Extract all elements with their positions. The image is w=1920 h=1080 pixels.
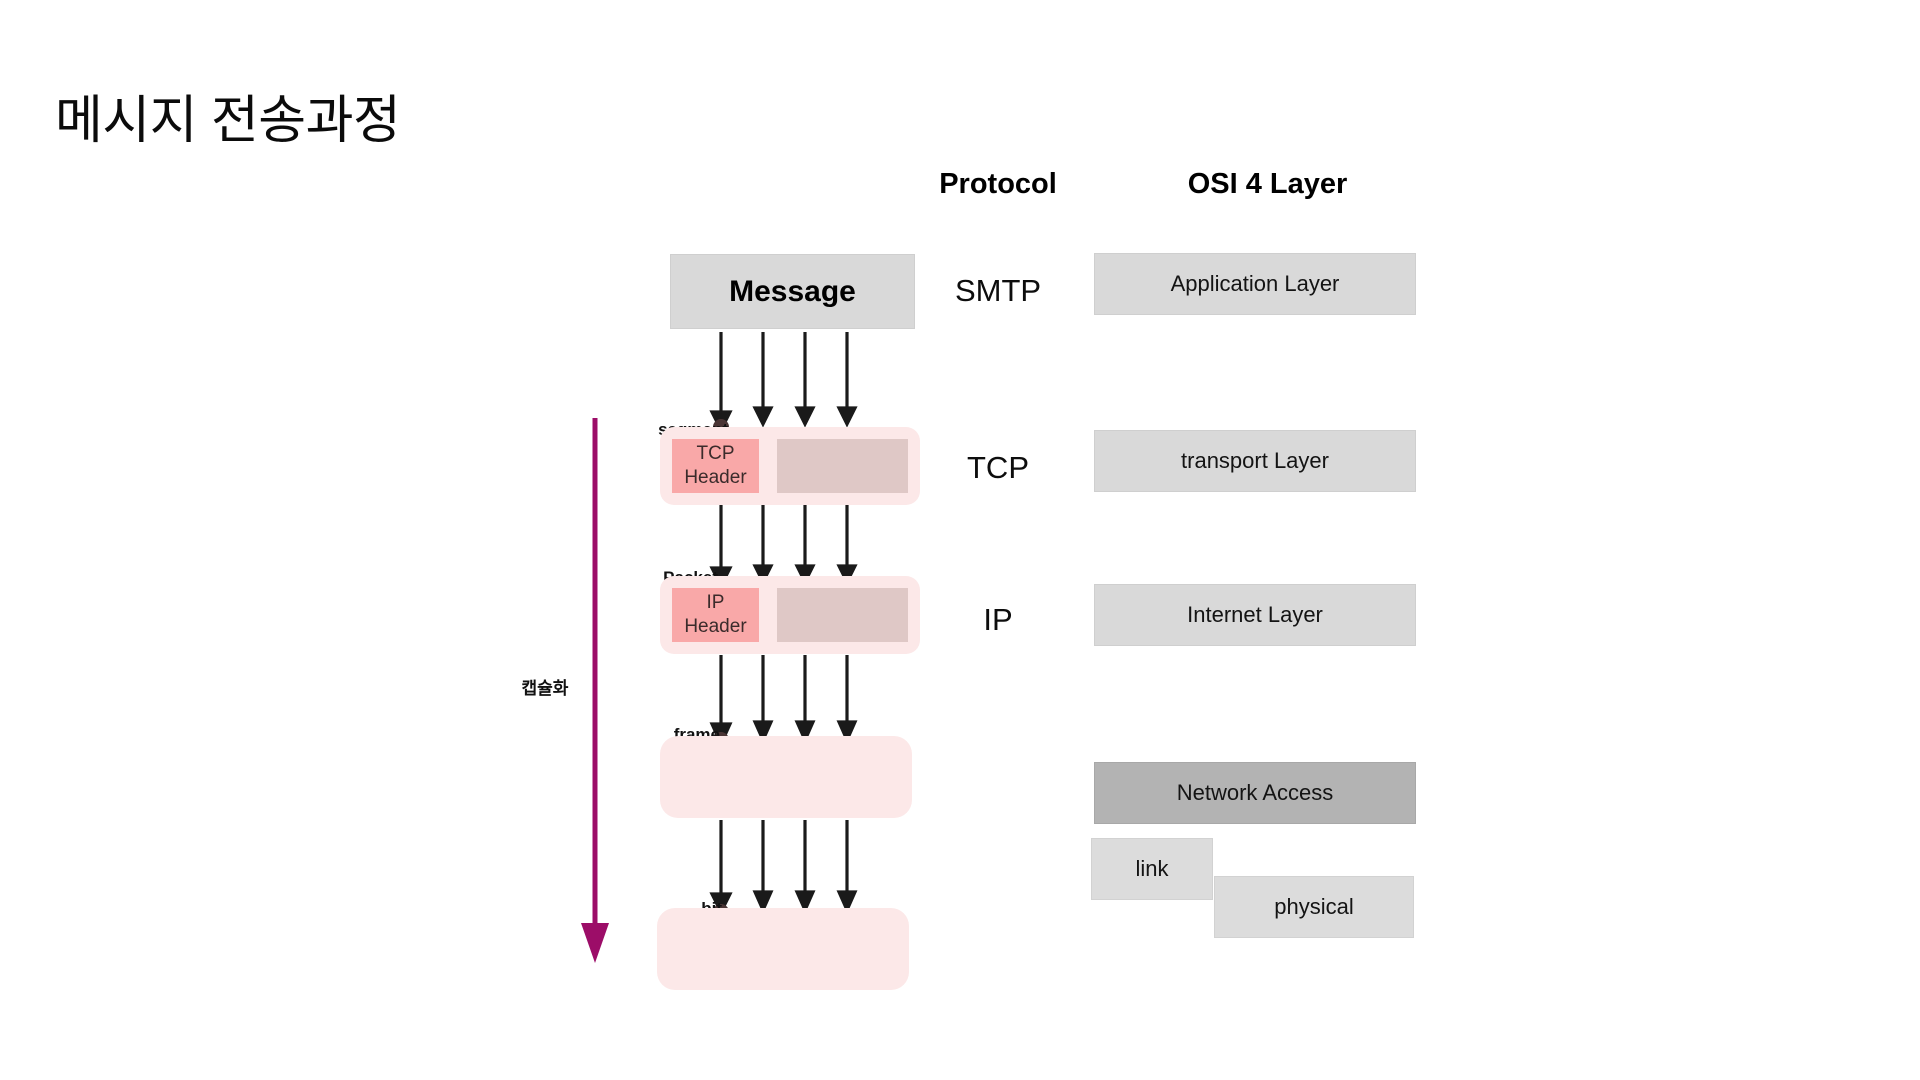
tcp-header-line2: Header [684, 467, 747, 488]
ip-header-block: IP Header [672, 588, 759, 642]
tcp-header-block: TCP Header [672, 439, 759, 493]
pdu-box-bit [657, 908, 909, 990]
osi-box-physical: physical [1214, 876, 1414, 938]
osi-box-network-access: Network Access [1094, 762, 1416, 824]
page-title: 메시지 전송과정 [55, 92, 401, 150]
packet-payload [777, 588, 908, 642]
column-header-osi: OSI 4 Layer [1187, 168, 1348, 200]
pdu-box-packet: IP Header [660, 576, 920, 654]
tcp-header-line1: TCP [696, 442, 735, 464]
segment-payload [777, 439, 908, 493]
osi-box-internet-layer: Internet Layer [1094, 584, 1416, 646]
encapsulation-arrow-icon [581, 418, 609, 963]
osi-box-link: link [1091, 838, 1213, 900]
packet-gap [759, 588, 777, 642]
segment-gap [759, 439, 777, 493]
protocol-label-ip: IP [983, 602, 1013, 637]
pdu-box-frame [660, 736, 912, 818]
pdu-box-segment: TCP Header [660, 427, 920, 505]
column-header-protocol: Protocol [939, 168, 1057, 200]
osi-box-transport-layer: transport Layer [1094, 430, 1416, 492]
osi-box-application-layer: Application Layer [1094, 253, 1416, 315]
protocol-label-tcp: TCP [967, 450, 1029, 485]
encapsulation-label: 캡슐화 [521, 679, 569, 698]
ip-header-line2: Header [684, 616, 747, 637]
protocol-label-smtp: SMTP [954, 273, 1042, 308]
pdu-box-message: Message [670, 254, 915, 329]
ip-header-line1: IP [706, 591, 725, 613]
